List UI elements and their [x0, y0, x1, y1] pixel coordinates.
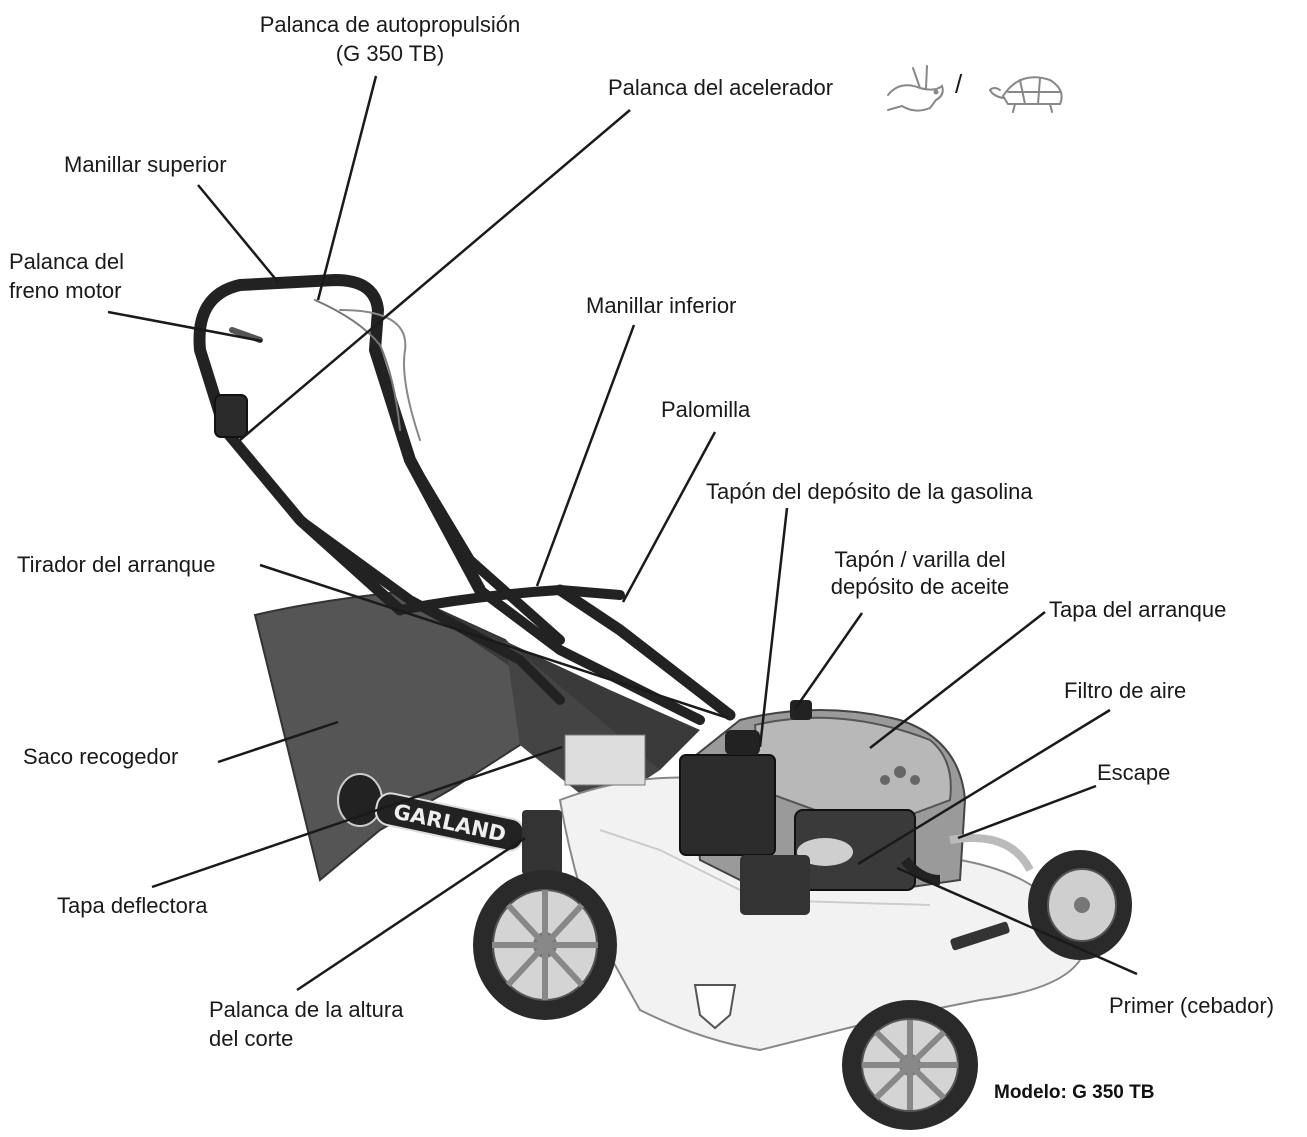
label-upper-handle: Manillar superior	[64, 152, 227, 177]
line-starter-handle	[259, 563, 729, 720]
label-grass-bag: Saco recogedor	[23, 744, 179, 769]
label-engine-brake-line1: Palanca del	[9, 249, 124, 274]
label-self-propel-model: (G 350 TB)	[335, 41, 445, 66]
line-throttle	[239, 109, 631, 441]
line-exhaust	[957, 784, 1097, 840]
label-deflector: Tapa deflectora	[57, 893, 208, 918]
line-wing-nut	[621, 431, 717, 603]
label-self-propel-lever: Palanca de autopropulsión	[259, 12, 521, 37]
turtle-icon	[988, 76, 1063, 113]
label-starter-handle: Tirador del arranque	[17, 552, 216, 577]
line-air-filter	[857, 708, 1111, 866]
line-engine-brake	[107, 310, 263, 343]
line-oil-cap	[793, 612, 864, 710]
line-upper-handle	[197, 184, 279, 283]
throttle-separator: /	[955, 69, 963, 99]
line-lower-handle	[535, 324, 636, 587]
line-grass-bag	[217, 720, 339, 764]
label-height-lever-line2: del corte	[209, 1026, 294, 1051]
line-primer	[896, 866, 1138, 976]
label-lower-handle: Manillar inferior	[586, 293, 737, 318]
label-oil-cap-line2: depósito de aceite	[830, 574, 1010, 599]
label-exhaust: Escape	[1097, 760, 1171, 785]
wheels	[473, 850, 1132, 1130]
label-primer: Primer (cebador)	[1109, 993, 1275, 1018]
label-throttle-lever: Palanca del acelerador	[608, 75, 834, 100]
line-starter-cover	[869, 611, 1046, 749]
label-height-lever-line1: Palanca de la altura	[209, 997, 404, 1022]
rabbit-icon	[887, 65, 944, 112]
handle-assembly	[193, 274, 736, 725]
label-starter-cover: Tapa del arranque	[1049, 597, 1227, 622]
label-fuel-cap: Tapón del depósito de la gasolina	[706, 479, 1033, 504]
rear-wheel	[842, 1000, 978, 1130]
label-oil-cap-line1: Tapón / varilla del	[834, 547, 1006, 572]
label-air-filter: Filtro de aire	[1064, 678, 1187, 703]
line-fuel-cap	[758, 507, 789, 748]
line-height-lever	[296, 836, 526, 992]
back-right-wheel	[1028, 850, 1132, 960]
line-deflector	[151, 745, 563, 889]
leader-lines	[107, 75, 1138, 992]
grass-bag: GARLAND	[253, 590, 700, 882]
front-left-wheel	[473, 870, 617, 1020]
engine	[679, 700, 1034, 915]
model-caption: Modelo: G 350 TB	[994, 1082, 1155, 1103]
line-self-propel	[316, 75, 378, 301]
label-engine-brake-line2: freno motor	[9, 278, 122, 303]
label-wing-nut: Palomilla	[661, 397, 751, 422]
